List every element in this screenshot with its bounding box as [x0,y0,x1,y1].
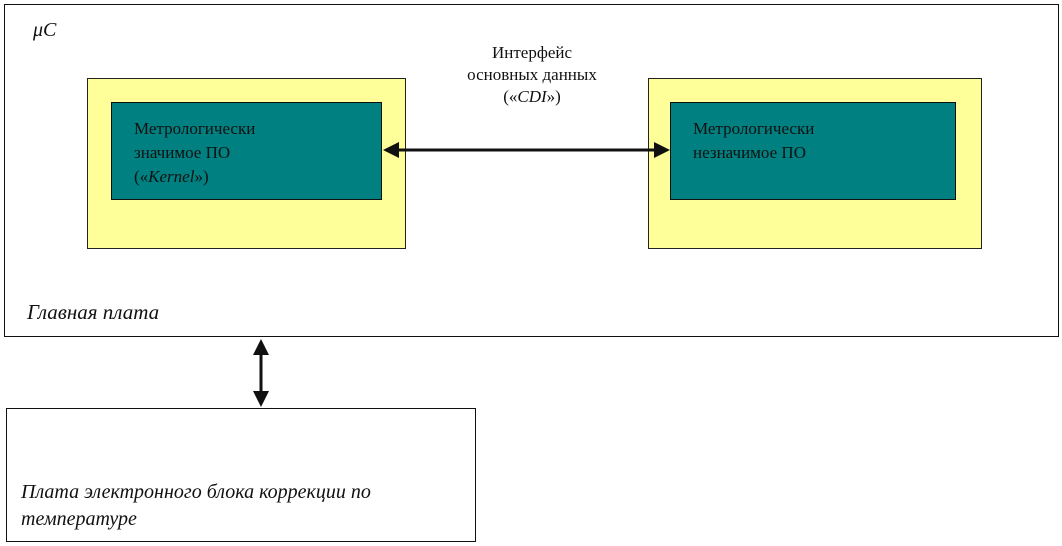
interface-close-quote: ») [546,87,561,106]
correction-board-label: Плата электронного блока коррекции по те… [21,479,371,533]
correction-board: Плата электронного блока коррекции по те… [6,408,476,542]
correction-line-1: Плата электронного блока коррекции по [21,481,371,503]
interface-label: Интерфейс основных данных («CDI») [420,42,644,108]
kernel-box: Метрологически значимое ПО («Kernel») [111,102,382,200]
interface-line-3: («CDI») [420,86,644,108]
kernel-text: Метрологически значимое ПО («Kernel») [134,117,255,189]
kernel-line-2: значимое ПО [134,143,231,162]
arrowhead-down [253,391,269,407]
interface-line-1: Интерфейс [491,43,573,62]
nonsignificant-box: Метрологически незначимое ПО [670,102,956,200]
processor-label: μC [33,19,57,41]
vertical-double-arrow [253,339,269,407]
kernel-close-quote: ») [194,167,209,186]
interface-line-2: основных данных [467,65,597,84]
arrowhead-up [253,339,269,355]
kernel-line-1: Метрологически [134,119,256,138]
nonsignificant-text: Метрологически незначимое ПО [693,117,814,165]
correction-line-2: температуре [21,508,137,530]
nonsignificant-line-2: незначимое ПО [693,143,806,162]
kernel-open-quote: (« [134,167,149,186]
interface-name: CDI [517,87,547,106]
interface-open-quote: (« [503,87,518,106]
nonsignificant-line-1: Метрологически [693,119,815,138]
kernel-line-3: («Kernel») [134,165,255,189]
kernel-name: Kernel [148,167,195,186]
main-board-label: Главная плата [27,300,160,324]
